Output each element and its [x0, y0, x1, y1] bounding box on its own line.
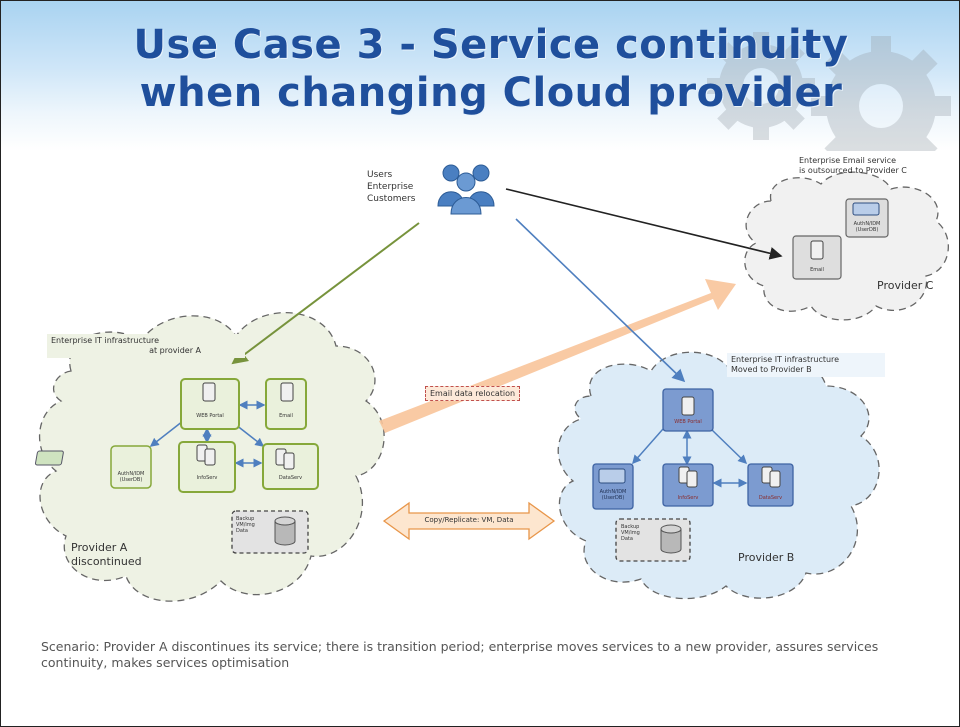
title-line-1: Use Case 3 - Service continuity [133, 22, 849, 68]
server-icon [681, 396, 695, 416]
provider-b-authn-label: AuthN/IDM (UserDB) [599, 489, 627, 501]
users-label-line: Customers [367, 194, 416, 204]
provider-c-caption-line: Enterprise Email service [799, 156, 897, 165]
provider-b-dataserv-label: DataServ [758, 495, 783, 501]
provider-a-dataserv-label: DataServ [278, 475, 303, 481]
provider-a-infoserv-node [178, 441, 236, 493]
users-to-provider-c-arrow [505, 188, 783, 260]
backup-label-line: Backup [621, 524, 640, 530]
provider-a-authn-node [110, 445, 152, 489]
users-label-line: Enterprise [367, 182, 414, 192]
provider-c-caption: Enterprise Email service is outsourced t… [799, 156, 959, 176]
server-icon [810, 240, 824, 260]
cloud-provider-c [744, 171, 949, 321]
server-icon [202, 382, 216, 402]
backup-label-line: VM/img [621, 530, 640, 536]
provider-b-caption-line: Enterprise IT infrastructure [731, 355, 840, 364]
provider-a-email-label: Email [279, 413, 293, 419]
gear-icon [707, 32, 951, 151]
provider-c-name: Provider C [877, 279, 934, 292]
backup-label-line: Data [236, 528, 248, 534]
title-line-2: when changing Cloud provider [139, 70, 843, 116]
server-icon [280, 382, 294, 402]
users-to-provider-b-arrow [515, 218, 686, 383]
provider-a-infoserv-label: InfoServ [196, 475, 218, 481]
provider-a-name: Provider A discontinued [71, 541, 142, 569]
backup-label-line: Backup [236, 516, 255, 522]
provider-b-backup-label: Backup VM/img Data [621, 524, 651, 542]
email-relocation-label: Email data relocation [425, 386, 521, 401]
provider-a-name-line: discontinued [71, 555, 142, 568]
provider-b-web-portal-label: WEB Portal [674, 419, 702, 425]
server-icon [686, 470, 698, 488]
provider-b-infoserv-label: InfoServ [677, 495, 699, 501]
users-to-provider-a-arrow [231, 222, 420, 365]
provider-a-authn-label: AuthN/IDM (UserDB) [117, 471, 145, 483]
copy-replicate-arrow [382, 501, 556, 541]
server-icon [204, 448, 216, 466]
monitor-icon [34, 450, 64, 466]
provider-c-email-label: Email [810, 267, 824, 273]
scenario-text: Scenario: Provider A discontinues its se… [41, 639, 879, 670]
provider-a-caption-line: at provider A [149, 346, 201, 355]
provider-b-caption-line: Moved to Provider B [731, 365, 812, 374]
provider-c-caption-line: is outsourced to Provider C [799, 166, 907, 175]
provider-a-name-line: Provider A [71, 541, 128, 554]
server-icon [283, 452, 295, 470]
provider-a-caption: Enterprise IT infrastructure at provider… [47, 334, 245, 358]
title-banner: Use Case 3 - Service continuity when cha… [1, 1, 959, 151]
provider-c-authn-label: AuthN/IDM (UserDB) [853, 221, 881, 233]
copy-replicate-label: Copy/Replicate: VM, Data [424, 516, 514, 524]
backup-label-line: VM/img [236, 522, 255, 528]
provider-a-caption-line: Enterprise IT infrastructure [51, 336, 160, 345]
provider-a-web-portal-label: WEB Portal [196, 413, 224, 419]
provider-b-name: Provider B [738, 551, 795, 564]
users-label-line: Users [367, 170, 393, 180]
provider-a-backup-label: Backup VM/img Data [236, 516, 266, 534]
provider-a-email-node [265, 378, 307, 430]
monitor-icon [598, 468, 626, 484]
provider-a-web-portal-node [180, 378, 240, 430]
backup-label-line: Data [621, 536, 633, 542]
server-icon [769, 470, 781, 488]
users-icon [437, 164, 495, 215]
page-title: Use Case 3 - Service continuity when cha… [61, 21, 921, 117]
monitor-icon [852, 202, 880, 216]
users-label: Users Enterprise Customers [367, 169, 415, 205]
provider-b-caption: Enterprise IT infrastructure Moved to Pr… [727, 353, 885, 377]
